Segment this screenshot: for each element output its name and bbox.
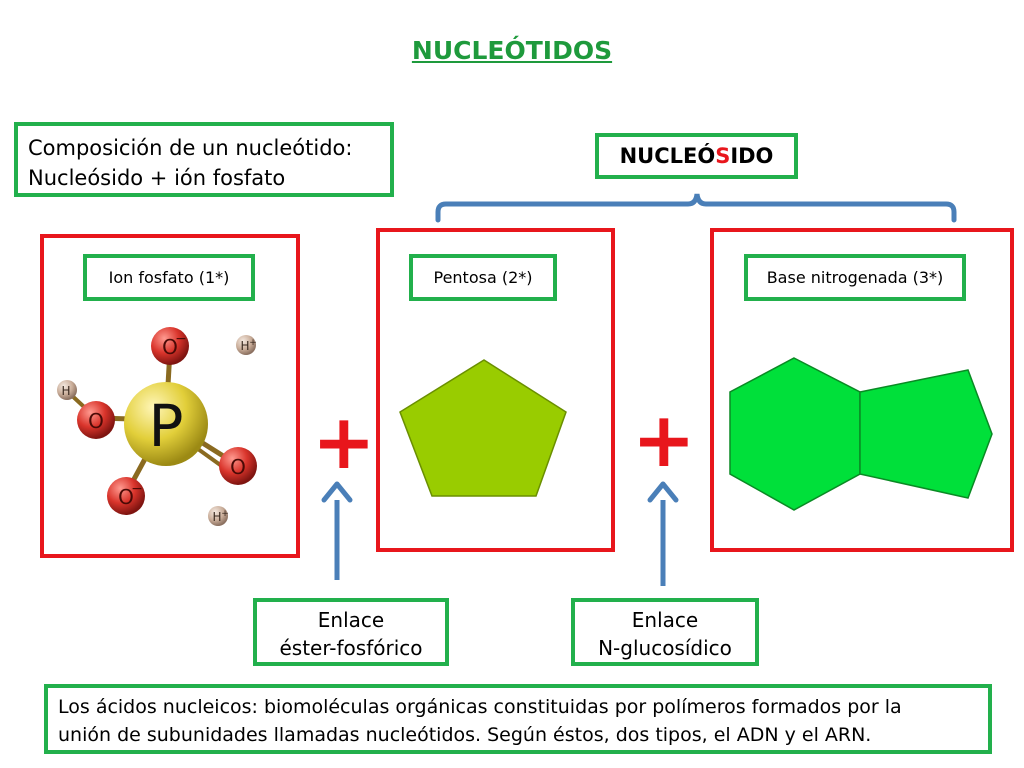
phosphorus-atom xyxy=(124,382,208,466)
nucleosido-text-end: IDO xyxy=(730,144,774,168)
phosphorus-symbol: P xyxy=(149,392,184,460)
composition-line-1: Composición de un nucleótido: xyxy=(28,136,353,160)
phosphate-panel xyxy=(40,234,300,558)
oxygen-atom xyxy=(107,477,145,515)
hydrogen-symbol: H xyxy=(212,510,221,524)
nucleosido-highlight-letter: S xyxy=(715,144,731,168)
oxygen-symbol: O xyxy=(88,409,104,433)
nucleosido-text-start: NUCLEÓ xyxy=(619,144,716,168)
hydrogen-ion xyxy=(236,335,256,355)
composition-line-2: Nucleósido + ión fosfato xyxy=(28,166,286,190)
oxygen-symbol: O xyxy=(118,485,134,509)
oxygen-atom xyxy=(77,401,115,439)
arrow-ester-link xyxy=(321,481,353,580)
oxygen-symbol: O xyxy=(230,455,246,479)
composition-box: Composición de un nucleótido: Nucleósido… xyxy=(14,122,394,197)
plus-sign-small: + xyxy=(249,338,257,348)
ester-link-box: Enlace éster-fosfórico xyxy=(253,598,449,666)
minus-sign: − xyxy=(175,331,187,347)
plus-sign: + xyxy=(632,395,696,484)
phosphate-molecule: P O O O O − − H H H + + xyxy=(57,327,257,526)
nucleosido-box: NUCLEÓSIDO xyxy=(595,133,798,179)
footer-line-2: unión de subunidades llamadas nucleótido… xyxy=(58,724,872,746)
base-label: Base nitrogenada (3*) xyxy=(744,254,966,301)
nitrogenous-base-shape xyxy=(729,357,993,511)
hydrogen-atom xyxy=(57,380,77,400)
base-panel xyxy=(710,228,1014,552)
hydrogen-symbol: H xyxy=(61,384,70,398)
glycosidic-link-line-1: Enlace xyxy=(631,608,699,632)
nucleosido-bracket xyxy=(435,193,957,223)
arrow-glycosidic-link xyxy=(647,481,679,586)
pentose-pentagon xyxy=(399,359,567,497)
pentose-panel xyxy=(376,228,615,552)
phosphate-label: Ion fosfato (1*) xyxy=(83,254,255,301)
ester-link-line-2: éster-fosfórico xyxy=(279,636,423,660)
hydrogen-ion xyxy=(208,506,228,526)
glycosidic-link-box: Enlace N-glucosídico xyxy=(571,598,759,666)
oxygen-symbol: O xyxy=(162,335,178,359)
oxygen-atom xyxy=(151,327,189,365)
oxygen-atom xyxy=(219,447,257,485)
pentose-label: Pentosa (2*) xyxy=(409,254,557,301)
plus-sign: + xyxy=(312,397,376,486)
footer-note: Los ácidos nucleicos: biomoléculas orgán… xyxy=(44,684,992,754)
hydrogen-symbol: H xyxy=(240,339,249,353)
minus-sign: − xyxy=(131,481,143,497)
footer-line-1: Los ácidos nucleicos: biomoléculas orgán… xyxy=(58,696,902,718)
ester-link-line-1: Enlace xyxy=(317,608,385,632)
plus-sign-small: + xyxy=(221,509,229,519)
page-title: NUCLEÓTIDOS xyxy=(411,36,613,65)
glycosidic-link-line-2: N-glucosídico xyxy=(598,636,732,660)
